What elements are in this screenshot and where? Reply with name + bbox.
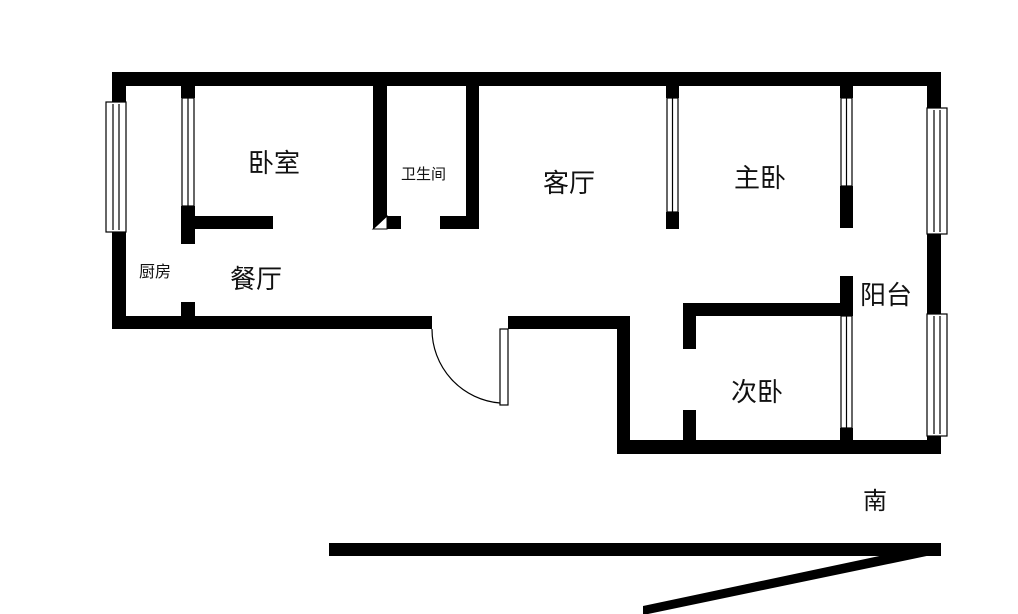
left-window [105, 101, 127, 233]
bottom-wall-right [617, 440, 941, 454]
kitchen-post-upper [181, 86, 195, 98]
step-wall [617, 316, 630, 454]
bathroom-bottom-stub-right [440, 216, 479, 229]
compass-bar [329, 543, 941, 556]
right-wall-lower [927, 436, 941, 454]
bedroom-bottom-wall [181, 216, 273, 229]
top-wall [112, 72, 941, 86]
windows [105, 97, 948, 437]
bathroom-left-wall [373, 86, 387, 229]
left-wall-upper [112, 72, 126, 102]
master-left-post-bottom [666, 212, 679, 229]
entrance-door [431, 328, 509, 406]
second-bedroom-left-lower [683, 410, 696, 454]
right-wall-middle [927, 234, 941, 314]
right-upper-window [926, 107, 948, 235]
master-right-post-bottom [840, 186, 853, 228]
right-lower-window [926, 313, 948, 437]
bathroom-label: 卫生间 [401, 165, 446, 183]
bottom-wall-left [112, 316, 432, 329]
second-bedroom-left-upper [683, 303, 696, 349]
compass-arrow [329, 543, 941, 614]
kitchen-bottom-stub [181, 302, 195, 318]
door-leaf [499, 328, 509, 406]
door-swing-arc [431, 328, 501, 404]
master-bedroom-label: 主卧 [734, 164, 786, 194]
master-right-post-top [840, 86, 853, 98]
left-wall-lower [112, 232, 126, 328]
right-wall-upper [927, 72, 941, 108]
second-bedroom-right-stub [840, 428, 853, 454]
south-label: 南 [863, 487, 887, 515]
balcony-label: 阳台 [860, 281, 912, 311]
bathroom-right-wall [466, 86, 479, 229]
dining-room-label: 餐厅 [230, 265, 282, 295]
living-room-label: 客厅 [543, 169, 595, 199]
kitchen-label: 厨房 [139, 262, 171, 281]
bottom-wall-mid [508, 316, 630, 329]
bedroom-label: 卧室 [248, 149, 300, 179]
second-bedroom-top-wall [683, 303, 853, 316]
master-left-post-top [666, 86, 679, 98]
compass-diagonal [643, 543, 941, 614]
second-bedroom-label: 次卧 [731, 378, 783, 408]
outer-walls [112, 72, 941, 454]
bathroom-corner-mark [371, 214, 388, 230]
